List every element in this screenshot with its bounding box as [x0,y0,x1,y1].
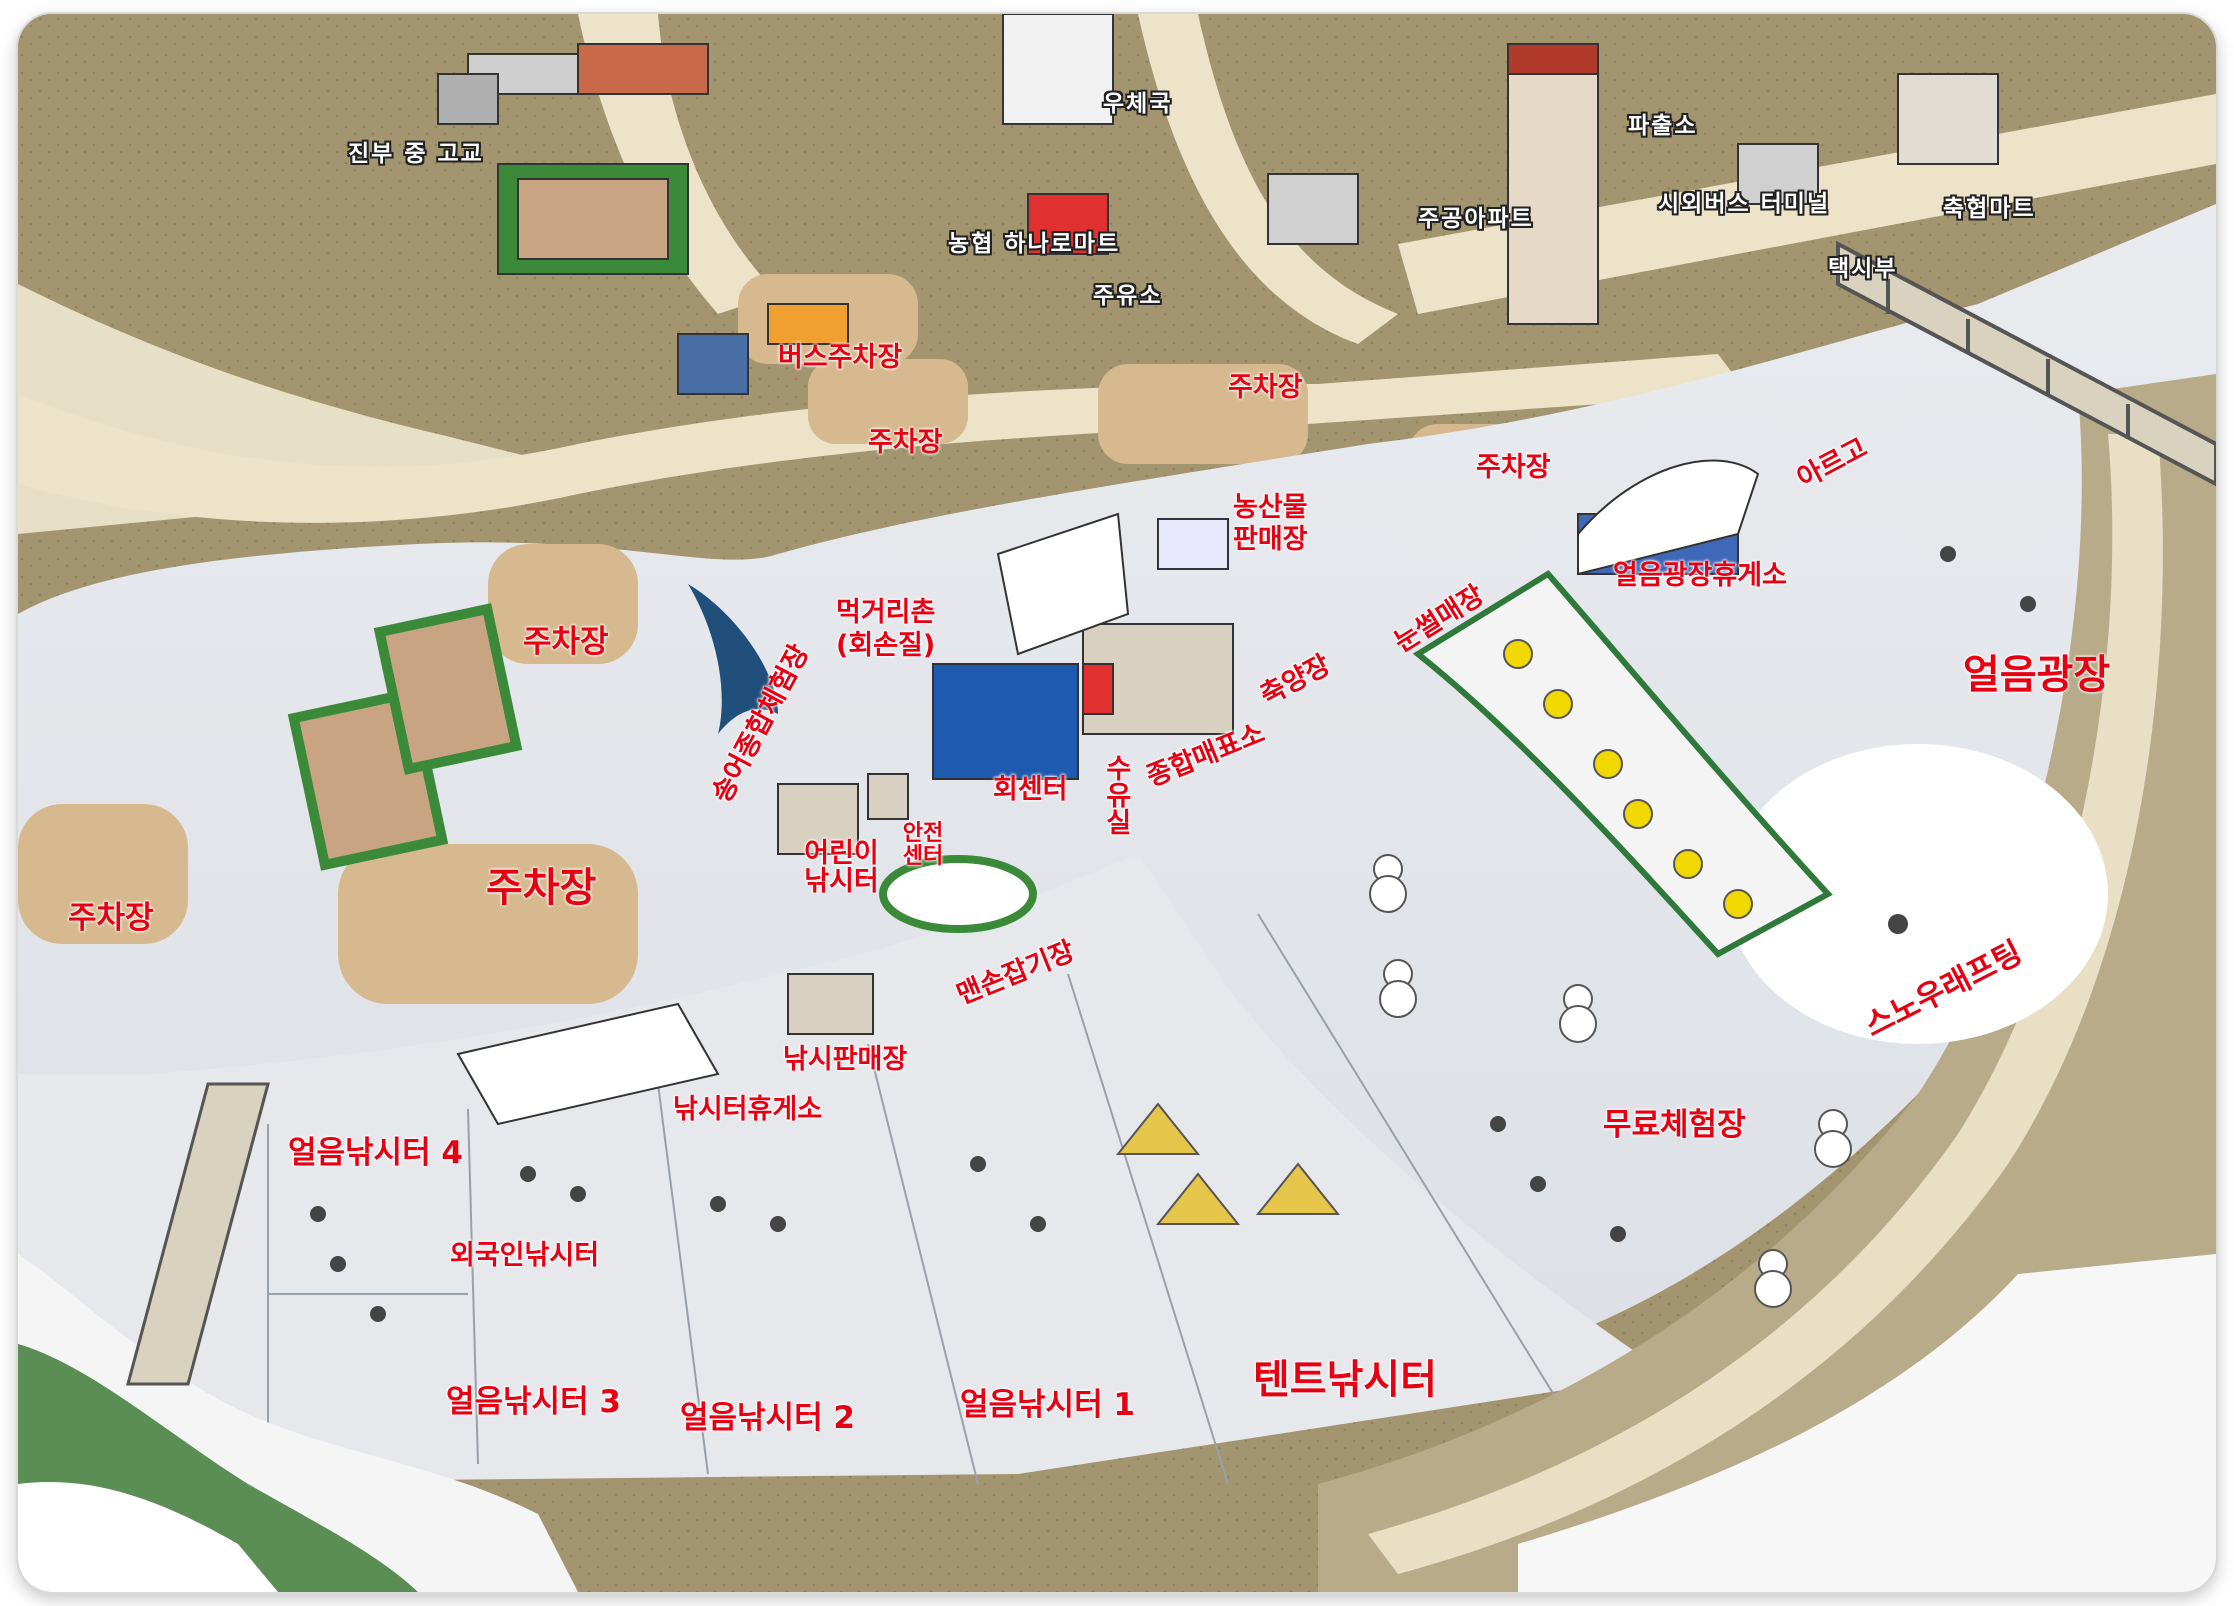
label-bus-parking: 버스주차장 [778,342,903,373]
label-produce-shop-2: 판매장 [1233,524,1308,555]
parking-lot-f [338,844,638,1004]
river-road [1368,434,2163,1574]
label-ice-fishing-4: 얼음낚시터 4 [288,1135,463,1171]
label-bus-terminal: 시외버스 터미널 [1658,191,1831,217]
parking-lot-b [1098,364,1308,464]
label-parking-2: 주차장 [1228,372,1303,403]
label-ice-fishing-3: 얼음낚시터 3 [446,1384,621,1420]
snowmen [1369,854,1852,1308]
town-buildings [437,14,1999,575]
label-ice-plaza: 얼음광장 [1963,652,2111,698]
left-ramp [126,1082,270,1386]
label-food-village-1: 먹거리촌 [836,597,936,628]
label-food-village-2: (회손질) [836,630,936,661]
label-nursing-room: 수유실 [1100,754,1132,835]
label-parking-1: 주차장 [868,427,943,458]
snow-caps [18,1482,278,1592]
label-police: 파출소 [1628,113,1698,139]
zone-dividers [267,913,1579,1485]
label-tent-fishing: 텐트낚시터 [1253,1357,1437,1403]
label-post-office: 우체국 [1103,91,1173,117]
river-bank [1318,374,2216,1592]
map-illustration [18,14,2216,1592]
parking-lot-e [18,804,188,944]
sled-tubes [1503,639,1753,919]
parking-lot-d [488,544,638,664]
label-fishing-rest: 낚시터휴게소 [673,1094,823,1125]
label-produce-shop-1: 농산물 [1233,492,1308,523]
label-safety-center: 안전 센터 [902,821,944,870]
tents [1115,1102,1341,1225]
label-kids-fishing: 어린이 낚시터 [804,838,879,898]
label-ice-plaza-rest: 얼음광장휴게소 [1613,560,1787,591]
festival-buildings [456,512,1234,1126]
label-coop-mart: 축협마트 [1943,196,2036,222]
label-ice-fishing-1: 얼음낚시터 1 [960,1387,1135,1423]
label-gas-station: 주유소 [1093,283,1163,309]
label-parking-4: 주차장 [523,624,609,660]
snow-rafting-area [1728,744,2108,1044]
ice-plaza-rest-building [1577,459,1760,576]
parking-lot-a [808,359,968,444]
bridge [1836,240,2216,487]
label-foreigner-fishing: 외국인낚시터 [450,1240,600,1271]
sports-fields [287,603,523,871]
visitors [310,546,2036,1322]
label-taxi: 택시부 [1828,256,1898,282]
fishing-zone [18,854,1668,1484]
label-parking-3: 주차장 [1476,452,1551,483]
label-apartment: 주공아파트 [1418,206,1534,232]
trout-sculpture [688,584,778,734]
label-parking-6: 주차장 [486,865,597,911]
label-school: 진부 중 고교 [348,141,484,167]
label-parking-5: 주차장 [68,900,154,936]
road-diag [1138,14,1398,344]
label-mart: 농협 하나로마트 [948,231,1121,257]
label-free-experience: 무료체험장 [1603,1107,1746,1143]
label-ice-fishing-2: 얼음낚시터 2 [680,1400,855,1436]
label-hall: 회센터 [993,774,1068,805]
snow-bank-bottom [1518,1254,2216,1592]
label-fishing-shop: 낚시판매장 [783,1044,908,1075]
festival-map: 진부 중 고교 우체국 파출소 농협 하나로마트 주공아파트 시외버스 터미널 … [18,14,2216,1592]
